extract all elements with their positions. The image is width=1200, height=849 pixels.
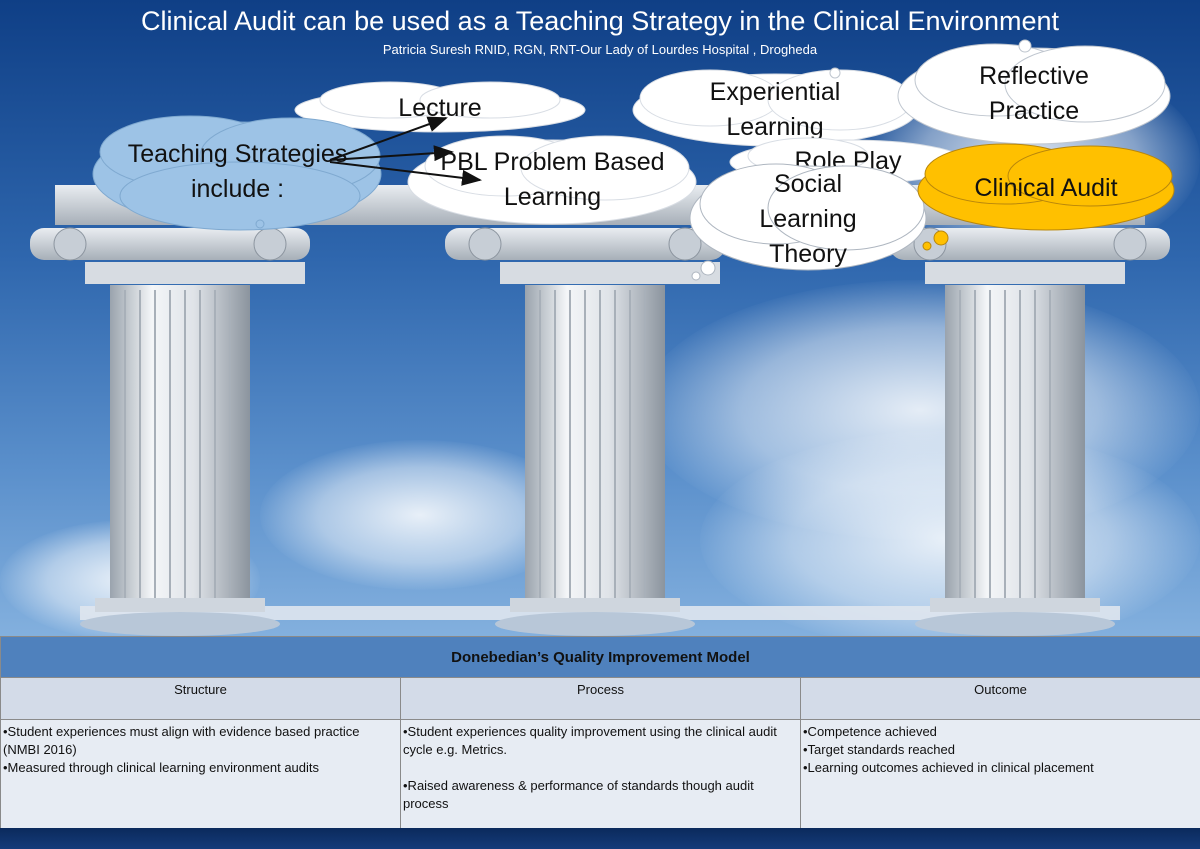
cloud-shape <box>632 67 918 147</box>
cloud-shape <box>917 143 1175 251</box>
outcome-point: •Target standards reached <box>803 742 955 757</box>
quality-model-table: Donebedian’s Quality Improvement Model S… <box>0 636 1200 839</box>
pillar-left <box>30 227 310 636</box>
process-cell: •Student experiences quality improvement… <box>400 719 801 839</box>
arrow-to-lecture <box>329 116 448 161</box>
process-point: •Student experiences quality improvement… <box>403 724 777 757</box>
process-point: •Raised awareness & performance of stand… <box>403 778 754 811</box>
column-header-process: Process <box>400 677 801 720</box>
structure-point: •Student experiences must align with evi… <box>3 724 360 757</box>
arrow-to-pbl <box>329 145 454 162</box>
pillar-right <box>890 227 1170 636</box>
table-title: Donebedian’s Quality Improvement Model <box>0 636 1200 678</box>
cloud-clinical-audit: Clinical Audit <box>915 142 1177 251</box>
poster-subtitle: Patricia Suresh RNID, RGN, RNT-Our Lady … <box>382 42 818 57</box>
column-header-structure: Structure <box>0 677 401 720</box>
cloud-shape <box>897 39 1171 145</box>
outcome-point: •Learning outcomes achieved in clinical … <box>803 760 1094 775</box>
structure-cell: •Student experiences must align with evi… <box>0 719 401 839</box>
footer-bar <box>0 828 1200 849</box>
cloud-lecture: Lecture <box>290 80 590 136</box>
cloud-audit-text: Clinical Audit <box>974 173 1118 202</box>
connector-arrows <box>329 116 482 186</box>
cloud-shape <box>294 81 586 133</box>
poster-title: Clinical Audit can be used as a Teaching… <box>140 6 1060 36</box>
cloud-shape <box>92 115 382 231</box>
column-header-outcome: Outcome <box>799 677 1200 720</box>
cloud-shape <box>689 163 927 281</box>
outcome-point: •Competence achieved <box>803 724 937 739</box>
structure-point: •Measured through clinical learning envi… <box>3 760 320 775</box>
pillar-middle <box>445 227 725 636</box>
outcome-cell: •Competence achieved •Target standards r… <box>799 719 1200 839</box>
arrow-to-pbl-lower <box>329 161 482 186</box>
